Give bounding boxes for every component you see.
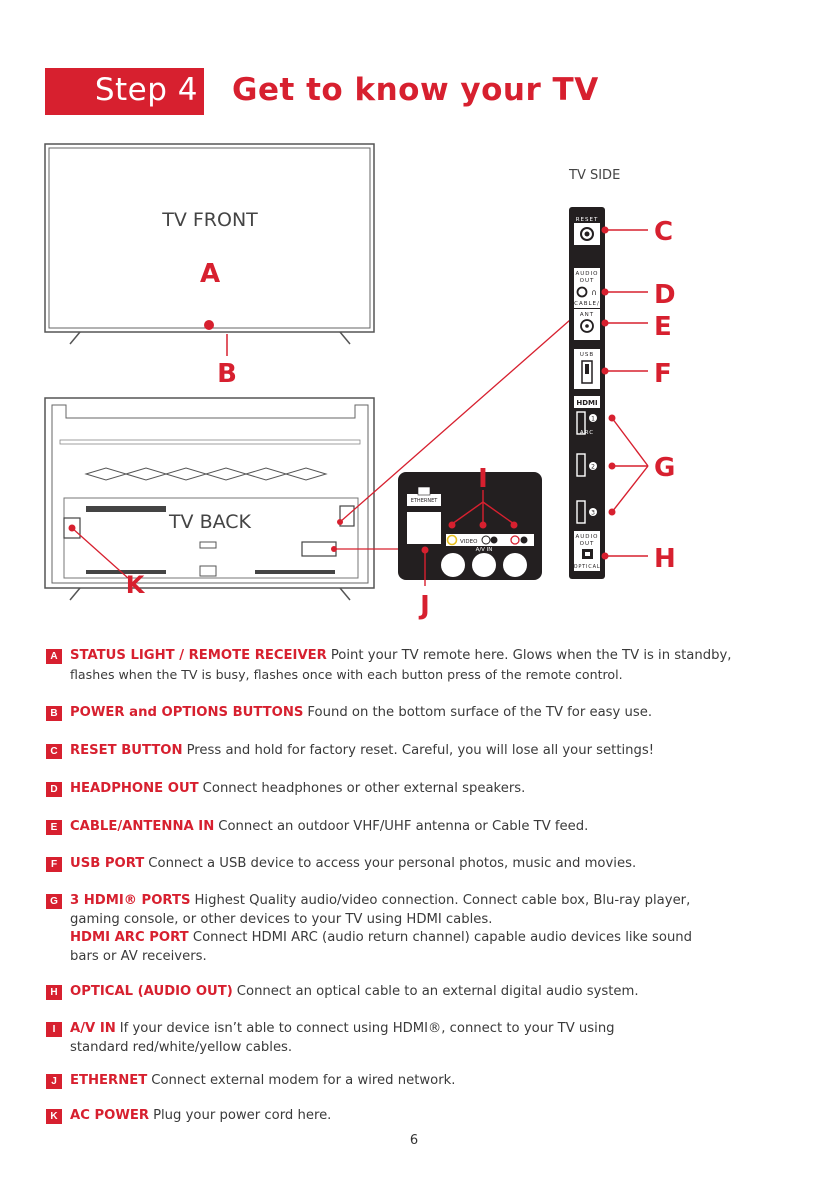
arc-label: ARC — [580, 430, 594, 436]
callout-k: K — [126, 571, 146, 599]
optical-label: OPTICAL — [574, 564, 601, 570]
tv-back-illustration: TV BACK K — [44, 319, 571, 601]
callout-g: G — [654, 453, 675, 483]
svg-text:2: 2 — [591, 464, 595, 471]
svg-text:ANT: ANT — [580, 312, 594, 318]
svg-text:3: 3 — [591, 510, 595, 517]
video-label: VIDEO — [460, 539, 478, 545]
callout-b: B — [217, 359, 237, 389]
status-light-dot — [204, 320, 214, 330]
reset-label: RESET — [576, 217, 599, 223]
callout-d: D — [654, 280, 676, 310]
svg-text:AUDIO: AUDIO — [576, 534, 599, 540]
callout-f: F — [654, 359, 672, 389]
callout-j: J — [418, 591, 430, 621]
page-title: Get to know your TV — [232, 72, 599, 108]
callout-i: I — [478, 464, 488, 494]
svg-text:OUT: OUT — [580, 278, 595, 284]
tv-front-label: TV FRONT — [161, 209, 258, 231]
tv-side-label: TV SIDE — [568, 168, 620, 183]
callout-e: E — [654, 312, 672, 342]
svg-text:OUT: OUT — [580, 541, 595, 547]
rear-port-panel: ETHERNET VIDEO A/V IN I J — [398, 464, 542, 621]
ethernet-label: ETHERNET — [411, 498, 439, 504]
tv-back-label: TV BACK — [168, 511, 252, 533]
item-badge: A — [46, 649, 62, 664]
callout-h: H — [654, 544, 676, 574]
item-heading: STATUS LIGHT / REMOTE RECEIVER — [70, 648, 327, 663]
svg-text:1: 1 — [591, 416, 595, 423]
tv-front-illustration: TV FRONT A B — [44, 143, 375, 389]
page-number: 6 — [409, 1133, 419, 1148]
hdmi-logo: HDMI — [576, 399, 597, 407]
svg-text:CABLE/: CABLE/ — [574, 301, 600, 307]
side-port-panel: TV SIDE RESET AUDIO OUT ∩ CABLE/ ANT USB… — [568, 168, 676, 579]
callout-a: A — [200, 259, 220, 289]
headphone-icon: ∩ — [591, 288, 597, 297]
step-label: Step 4 — [94, 72, 198, 108]
svg-text:AUDIO: AUDIO — [576, 271, 599, 277]
usb-label: USB — [580, 352, 594, 358]
av-in-label: A/V IN — [476, 547, 493, 553]
step-badge — [45, 68, 204, 115]
tv-diagram: TV FRONT A B TV BACK K — [44, 143, 676, 621]
callout-c: C — [654, 217, 673, 247]
